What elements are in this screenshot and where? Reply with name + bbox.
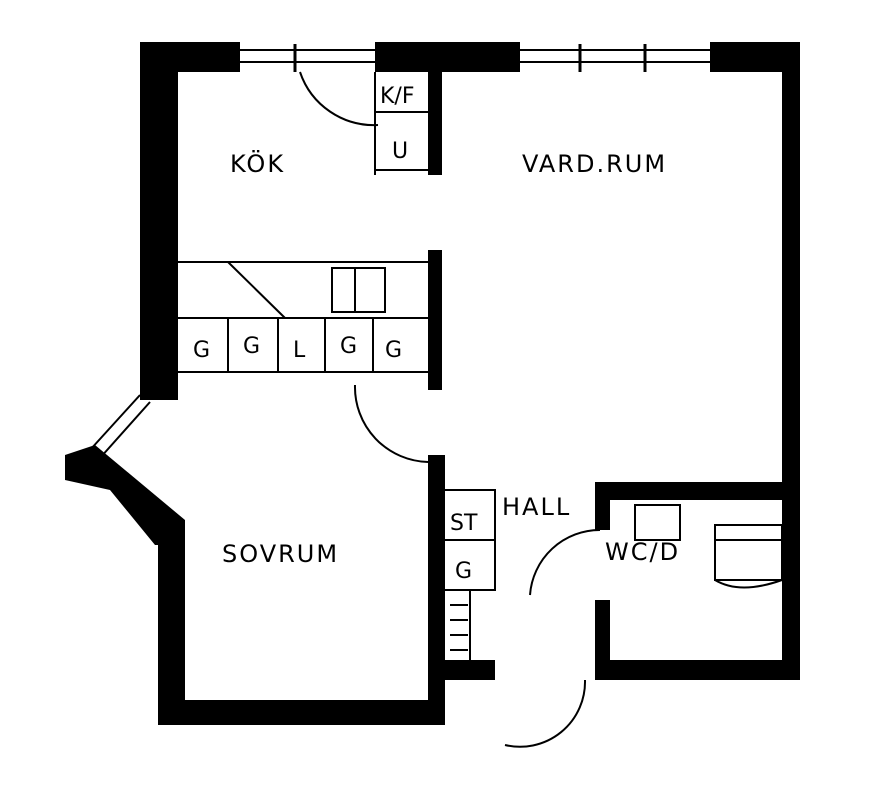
wall-right (782, 42, 800, 680)
closet-3: L (293, 338, 306, 363)
wall-sovrum-left (158, 530, 185, 725)
closet-4: G (340, 334, 357, 359)
fixture-g-hall: G (455, 559, 472, 584)
wall-wc-top (595, 482, 800, 500)
wall-sovrum-bottom (158, 700, 445, 725)
room-label-hall: HALL (502, 493, 571, 521)
fixtures (178, 72, 783, 660)
wall-left-kitchen (140, 42, 178, 400)
wall-sovrum-right (428, 455, 445, 725)
closet-5: G (385, 338, 402, 363)
wall-wc-left-upper (595, 482, 610, 530)
wall-middle-partition (428, 250, 442, 390)
closet-2: G (243, 334, 260, 359)
wall-bay (65, 445, 185, 545)
fixture-u: U (392, 139, 408, 164)
closet-1: G (193, 338, 210, 363)
wall-top-middle (375, 42, 520, 72)
walls (65, 42, 800, 725)
fixture-kf: K/F (380, 84, 415, 109)
fixture-st: ST (450, 511, 478, 536)
wall-wc-bottom (595, 660, 800, 680)
room-label-vardrum: VARD.RUM (522, 150, 667, 178)
room-label-sovrum: SOVRUM (222, 540, 339, 568)
wall-hall-stub (445, 660, 495, 680)
wall-kf-side (428, 72, 442, 175)
doors (299, 71, 601, 748)
room-label-kok: KÖK (230, 149, 285, 178)
room-label-wcd: WC/D (605, 538, 680, 566)
windows (89, 44, 710, 459)
